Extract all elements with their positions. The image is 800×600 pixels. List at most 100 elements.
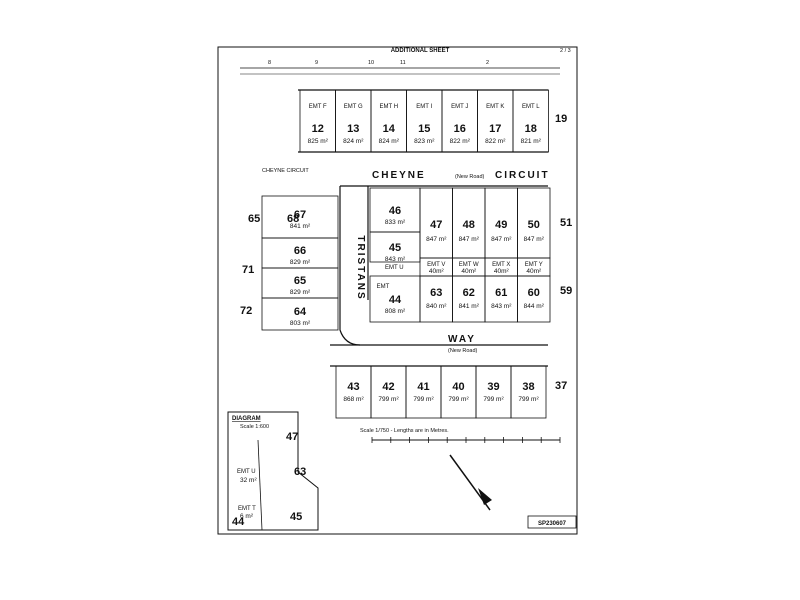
lot-number: 48: [463, 219, 475, 231]
lot-number: 46: [389, 205, 401, 217]
lot-number: 39: [487, 381, 499, 393]
lot-59: 59: [560, 285, 572, 297]
left-outside-lot: 68: [287, 213, 299, 225]
lot-number: 43: [347, 381, 359, 393]
lot-number: 44: [389, 294, 402, 306]
lot-number: 15: [418, 123, 430, 135]
lot-area: 829 m²: [290, 289, 311, 296]
lot-44-boundary: [369, 275, 421, 323]
lot-area: 799 m²: [448, 396, 469, 403]
lot-number: 14: [383, 123, 396, 135]
scale-bar: [371, 437, 561, 443]
lot-area: 799 m²: [378, 396, 399, 403]
lot-area: 799 m²: [483, 396, 504, 403]
diagram-emt-t-area: 6 m²: [240, 513, 254, 520]
diagram-inset: DIAGRAM Scale 1:600 47 EMT U 32 m² 63 EM…: [227, 411, 319, 531]
lot-number: 12: [312, 123, 324, 135]
lot-number: 66: [294, 245, 306, 257]
lot-area: 840 m²: [426, 303, 447, 310]
lot-37: 37: [555, 380, 567, 392]
road-new-2: (New Road): [448, 348, 478, 354]
road-circuit: CIRCUIT: [495, 170, 550, 181]
road-new-1: (New Road): [455, 174, 485, 180]
lot-area: 824 m²: [379, 138, 400, 145]
lot-number: 64: [294, 306, 307, 318]
plan-number: SP230607: [538, 521, 567, 527]
lot-area: 821 m²: [521, 138, 542, 145]
emt-u-label: EMT U: [385, 265, 404, 271]
lot-emt-label: EMT H: [379, 104, 398, 110]
lot-emt-label: EMT K: [486, 104, 504, 110]
lot-number: 65: [294, 275, 306, 287]
lot-area: 829 m²: [290, 259, 311, 266]
lot-area: 799 m²: [518, 396, 539, 403]
diagram-lot-47: 47: [286, 431, 298, 443]
left-outside-lot: 72: [240, 305, 252, 317]
emt-area: 40m²: [429, 268, 445, 275]
left-outside-lot: 71: [242, 264, 254, 276]
lot-19: 19: [555, 113, 567, 125]
north-arrow: [449, 454, 492, 511]
road-cheyne-left: CHEYNE CIRCUIT: [262, 168, 309, 174]
emt-label: EMT Y: [525, 262, 543, 268]
lot-45-boundary: [369, 231, 421, 263]
sheet-title: ADDITIONAL SHEET: [391, 48, 450, 54]
diagram-emt-u: EMT U: [237, 469, 256, 475]
lot-area: 841 m²: [290, 223, 311, 230]
lot-60-boundary: [517, 275, 551, 323]
lot-area: 833 m²: [385, 219, 406, 226]
lot-area: 803 m²: [290, 320, 311, 327]
road-cheyne: CHEYNE: [372, 170, 426, 181]
lot-61-boundary: [484, 275, 518, 323]
lot-38-boundary: [510, 365, 547, 419]
strip-label: 11: [400, 60, 406, 66]
lot-area: 824 m²: [343, 138, 364, 145]
lot-area: 847 m²: [524, 236, 545, 243]
lot-number: 47: [430, 219, 442, 231]
emt-area: 40m²: [494, 268, 510, 275]
diagram-scale: Scale 1:600: [240, 424, 269, 430]
left-outside-lot: 65: [248, 213, 260, 225]
road-tristans: TRISTANS: [355, 235, 366, 300]
lot-area: 823 m²: [414, 138, 435, 145]
lot-number: 42: [382, 381, 394, 393]
lot-number: 38: [522, 381, 534, 393]
lot-area: 843 m²: [385, 256, 406, 263]
diagram-emt-u-area: 32 m²: [240, 477, 257, 484]
lot-number: 50: [528, 219, 540, 231]
lot-number: 49: [495, 219, 507, 231]
diagram-lot-45: 45: [290, 511, 302, 523]
lot-number: 61: [495, 287, 507, 299]
lot-emt-label: EMT J: [451, 104, 468, 110]
left-lots-column: 67 841 m² 66 829 m² 65 829 m² 64 803 m²: [261, 195, 339, 331]
road-way: WAY: [448, 334, 476, 345]
lot-number: 62: [463, 287, 475, 299]
lot-emt-label: EMT I: [416, 104, 432, 110]
lot-number: 63: [430, 287, 442, 299]
lot-number: 18: [525, 123, 537, 135]
lot-area: 799 m²: [413, 396, 434, 403]
emt-label: EMT X: [492, 262, 510, 268]
lot-number: 16: [454, 123, 466, 135]
lot-number: 13: [347, 123, 359, 135]
emt-area: 40m²: [526, 268, 542, 275]
lot-area: 847 m²: [459, 236, 480, 243]
lot-64-boundary: [261, 297, 339, 331]
lot-area: 847 m²: [426, 236, 447, 243]
lot-number: 67: [294, 209, 306, 221]
lot-63-boundary: [419, 275, 453, 323]
lot-area: 841 m²: [459, 303, 480, 310]
lot-area: 822 m²: [450, 138, 471, 145]
lot-area: 825 m²: [308, 138, 329, 145]
lot-emt-label: EMT F: [309, 104, 327, 110]
lot-number: 41: [417, 381, 429, 393]
lot-number: 45: [389, 242, 401, 254]
emt-label: EMT V: [427, 262, 445, 268]
